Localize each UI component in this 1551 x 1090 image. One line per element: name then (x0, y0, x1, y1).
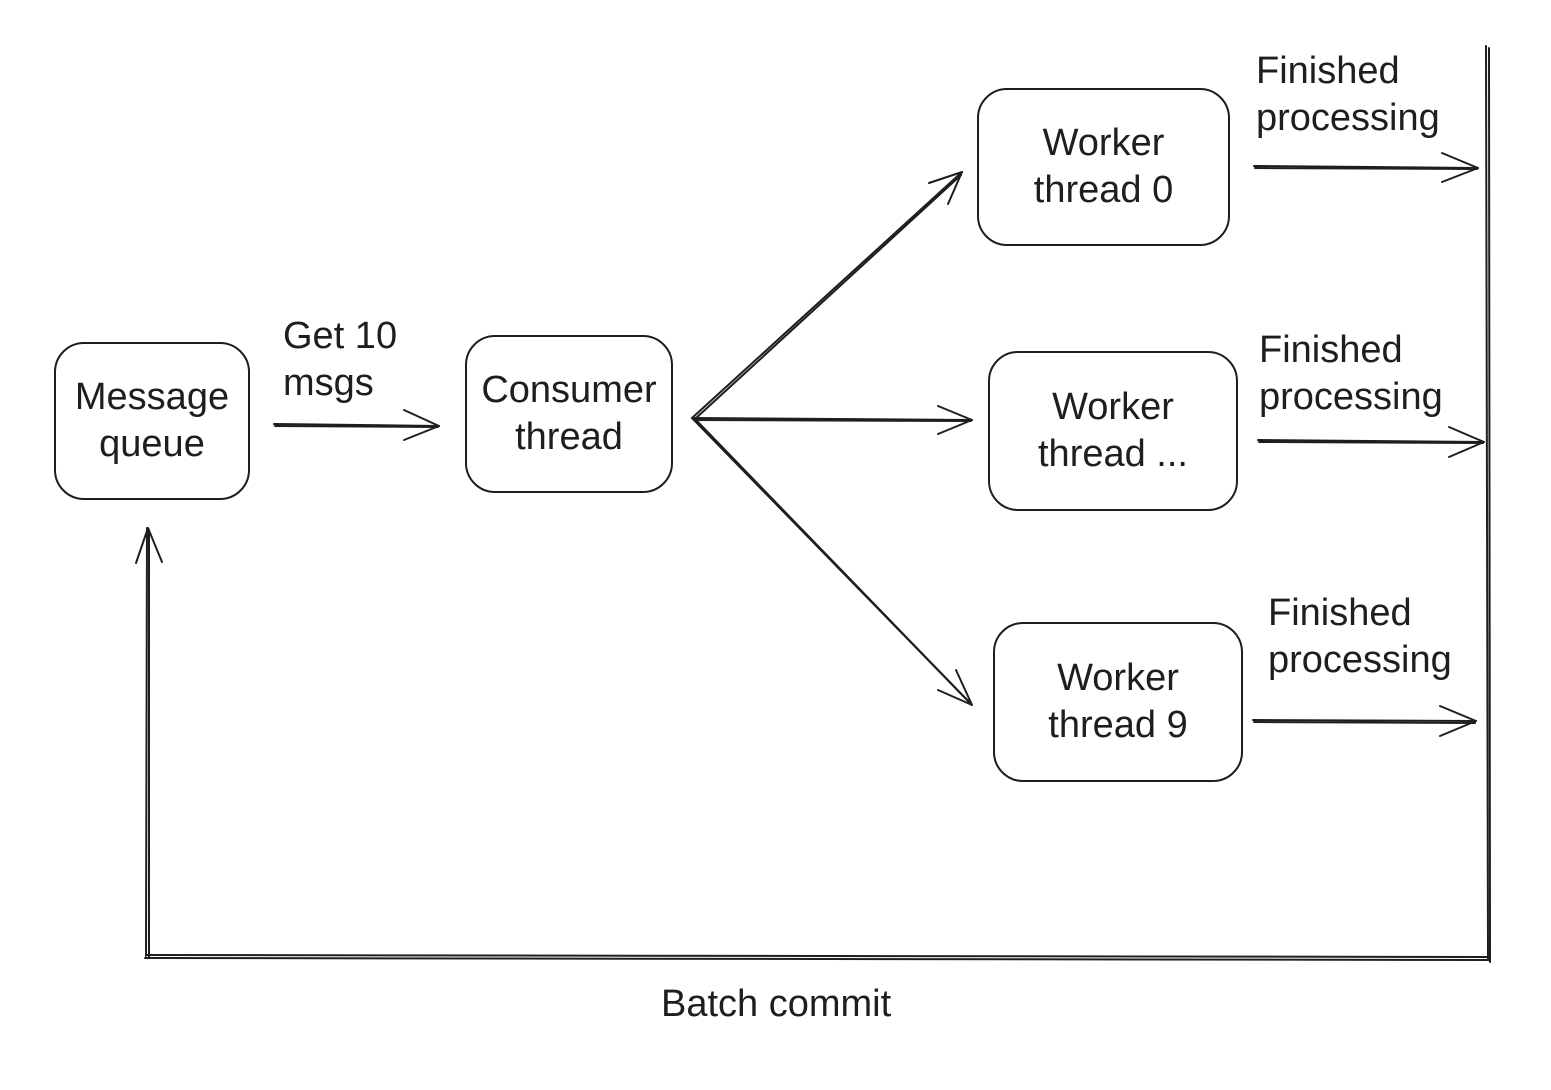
arrow-get-msgs (273, 409, 440, 441)
consumer-thread-label: Consumer thread (481, 369, 657, 458)
message-queue-label: Message queue (74, 376, 230, 465)
worker-thread-9-node: Worker thread 9 (993, 622, 1243, 782)
message-queue-node: Message queue (54, 342, 250, 500)
batch-commit-label: Batch commit (661, 983, 892, 1025)
finished-processing-label-0: Finished processing (1256, 50, 1440, 139)
finished-processing-label-mid: Finished processing (1259, 329, 1443, 418)
worker-thread-mid-node: Worker thread ... (988, 351, 1238, 511)
get-msgs-label: Get 10 msgs (283, 315, 398, 404)
worker-thread-9-label: Worker thread 9 (1048, 657, 1188, 746)
arrow-consumer-to-worker-9 (691, 417, 973, 706)
finished-processing-label-9: Finished processing (1268, 592, 1452, 681)
consumer-thread-node: Consumer thread (465, 335, 673, 493)
worker-thread-0-node: Worker thread 0 (977, 88, 1230, 246)
arrow-finished-mid (1257, 426, 1485, 458)
arrow-finished-0 (1253, 152, 1479, 183)
arrow-consumer-to-worker-mid (691, 405, 973, 435)
arrow-finished-9 (1252, 705, 1477, 737)
worker-thread-mid-label: Worker thread ... (1038, 386, 1188, 475)
worker-thread-0-label: Worker thread 0 (1033, 122, 1174, 211)
arrow-batch-commit (135, 45, 1491, 963)
arrow-consumer-to-worker-0 (691, 171, 963, 420)
